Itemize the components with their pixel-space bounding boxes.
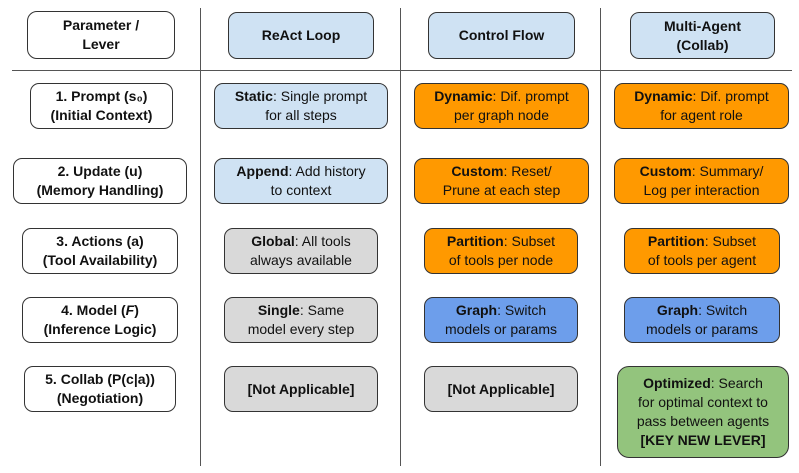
param-model-line1: 4. Model (	[61, 302, 126, 318]
react-prompt-text2: for all steps	[265, 107, 337, 123]
react-model-text1: : Same	[299, 302, 345, 318]
param-update: 2. Update (u) (Memory Handling)	[13, 158, 187, 204]
param-actions-line1: 3. Actions (a)	[56, 233, 144, 249]
multi-model-keyword: Graph	[656, 302, 699, 318]
control-actions-text1: : Subset	[503, 233, 556, 249]
param-prompt: 1. Prompt (s₀) (Initial Context)	[30, 83, 173, 129]
react-actions-text2: always available	[250, 252, 352, 268]
react-prompt-text1: : Single prompt	[272, 88, 368, 104]
control-update-keyword: Custom	[451, 163, 504, 179]
react-model-cell: Single: Same model every step	[224, 297, 378, 343]
multi-update-keyword: Custom	[639, 163, 692, 179]
react-actions-keyword: Global	[251, 233, 295, 249]
multi-model-text2: models or params	[645, 321, 759, 337]
control-update-text2: Prune at each step	[442, 182, 561, 198]
header-control-flow: Control Flow	[428, 12, 575, 59]
react-prompt-keyword: Static	[234, 88, 273, 104]
multi-collab-keyword: Optimized	[643, 375, 711, 391]
multi-prompt-cell: Dynamic: Dif. prompt for agent role	[614, 83, 789, 129]
param-actions-line2: (Tool Availability)	[42, 252, 158, 268]
header-control-label: Control Flow	[458, 27, 545, 43]
param-update-line2: (Memory Handling)	[36, 182, 164, 198]
control-collab-text: [Not Applicable]	[447, 380, 555, 397]
control-model-text1: : Switch	[497, 302, 547, 318]
react-update-text1: : Add history	[288, 163, 366, 179]
header-react-label: ReAct Loop	[261, 27, 341, 43]
header-parameter: Parameter / Lever	[27, 11, 175, 59]
header-parameter-line2: Lever	[82, 36, 120, 52]
param-model-line1-end: )	[134, 302, 139, 318]
multi-actions-text2: of tools per agent	[647, 252, 757, 268]
param-update-line1: 2. Update (u)	[57, 163, 143, 179]
react-actions-text1: : All tools	[294, 233, 351, 249]
control-prompt-cell: Dynamic: Dif. prompt per graph node	[414, 83, 589, 129]
control-update-cell: Custom: Reset/ Prune at each step	[414, 158, 589, 204]
param-model-italic: F	[125, 302, 135, 318]
multi-model-text1: : Switch	[698, 302, 748, 318]
react-update-keyword: Append	[236, 163, 289, 179]
param-collab-line1: 5. Collab (P(c|a))	[45, 371, 155, 387]
multi-model-cell: Graph: Switch models or params	[624, 297, 780, 343]
param-prompt-line2: (Initial Context)	[50, 107, 153, 123]
column-divider-2	[400, 8, 401, 466]
column-divider-3	[600, 8, 601, 466]
control-model-cell: Graph: Switch models or params	[424, 297, 578, 343]
multi-collab-text2: for optimal context to	[638, 394, 768, 410]
control-collab-cell: [Not Applicable]	[424, 366, 578, 412]
multi-actions-text1: : Subset	[704, 233, 757, 249]
multi-collab-text1: : Search	[710, 375, 763, 391]
param-collab: 5. Collab (P(c|a)) (Negotiation)	[24, 366, 176, 412]
header-multi-agent: Multi-Agent (Collab)	[630, 12, 775, 59]
react-model-keyword: Single	[257, 302, 300, 318]
control-prompt-keyword: Dynamic	[434, 88, 493, 104]
multi-actions-keyword: Partition	[647, 233, 705, 249]
param-collab-line2: (Negotiation)	[56, 390, 144, 406]
param-model-line2: (Inference Logic)	[43, 321, 157, 337]
react-update-cell: Append: Add history to context	[214, 158, 388, 204]
react-prompt-cell: Static: Single prompt for all steps	[214, 83, 388, 129]
multi-update-text2: Log per interaction	[643, 182, 760, 198]
header-parameter-line1: Parameter /	[62, 17, 140, 33]
control-model-text2: models or params	[444, 321, 558, 337]
column-divider-1	[200, 8, 201, 466]
multi-collab-cell: Optimized: Search for optimal context to…	[617, 366, 789, 458]
multi-update-cell: Custom: Summary/ Log per interaction	[614, 158, 789, 204]
control-update-text1: : Reset/	[503, 163, 552, 179]
param-model: 4. Model (F) (Inference Logic)	[22, 297, 178, 343]
multi-update-text1: : Summary/	[691, 163, 764, 179]
multi-actions-cell: Partition: Subset of tools per agent	[624, 228, 780, 274]
header-react-loop: ReAct Loop	[228, 12, 374, 59]
multi-prompt-keyword: Dynamic	[634, 88, 693, 104]
react-collab-text: [Not Applicable]	[247, 380, 355, 397]
multi-collab-text3: pass between agents	[636, 413, 770, 429]
control-actions-text2: of tools per node	[448, 252, 554, 268]
multi-collab-key-lever: [KEY NEW LEVER]	[640, 432, 766, 448]
param-actions: 3. Actions (a) (Tool Availability)	[22, 228, 178, 274]
multi-prompt-text2: for agent role	[660, 107, 743, 123]
control-actions-keyword: Partition	[446, 233, 504, 249]
control-prompt-text1: : Dif. prompt	[492, 88, 569, 104]
react-update-text2: to context	[270, 182, 332, 198]
control-model-keyword: Graph	[455, 302, 498, 318]
react-collab-cell: [Not Applicable]	[224, 366, 378, 412]
multi-prompt-text1: : Dif. prompt	[692, 88, 769, 104]
header-multi-line2: (Collab)	[676, 36, 729, 53]
control-prompt-text2: per graph node	[454, 107, 549, 123]
header-multi-line1: Multi-Agent	[664, 17, 741, 34]
header-divider	[12, 70, 792, 71]
control-actions-cell: Partition: Subset of tools per node	[424, 228, 578, 274]
react-model-text2: model every step	[247, 321, 355, 337]
react-actions-cell: Global: All tools always available	[224, 228, 378, 274]
param-prompt-line1: 1. Prompt (s₀)	[55, 88, 148, 104]
